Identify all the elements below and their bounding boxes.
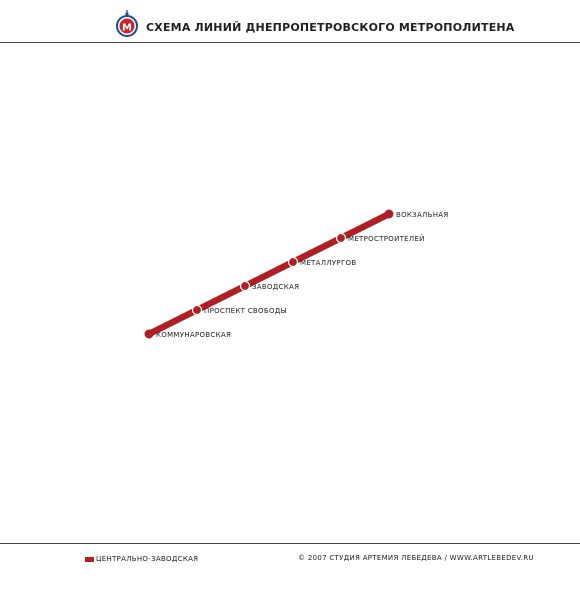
station-metallurgov[interactable] — [287, 256, 299, 268]
footer-divider — [0, 543, 580, 544]
station-metrostroiteley[interactable] — [335, 232, 347, 244]
station-vokzalnaya[interactable] — [384, 209, 394, 219]
logo-letter: М — [122, 23, 132, 34]
page-title: СХЕМА ЛИНИЙ ДНЕПРОПЕТРОВСКОГО МЕТРОПОЛИТ… — [146, 21, 515, 34]
station-kommunarovskaya[interactable] — [144, 329, 154, 339]
station-label-zavodskaya: ЗАВОДСКАЯ — [252, 283, 299, 291]
station-label-kommunarovskaya: КОММУНАРОВСКАЯ — [156, 331, 231, 339]
metro-map: КОММУНАРОВСКАЯ ПРОСПЕКТ СВОБОДЫ ЗАВОДСКАЯ М… — [0, 44, 580, 543]
station-label-metallurgov: МЕТАЛЛУРГОВ — [300, 259, 356, 267]
legend-swatch — [85, 556, 94, 562]
station-prospekt-svobody[interactable] — [191, 304, 203, 316]
metro-map-canvas: КОММУНАРОВСКАЯ ПРОСПЕКТ СВОБОДЫ ЗАВОДСКАЯ М… — [144, 209, 449, 339]
header-divider — [0, 42, 580, 43]
copyright-text: © 2007 СТУДИЯ АРТЕМИЯ ЛЕБЕДЕВА / WWW.ART… — [298, 554, 534, 562]
dnipro-metro-logo-icon: М — [116, 10, 138, 37]
footer: ЦЕНТРАЛЬНО-ЗАВОДСКАЯ © 2007 СТУДИЯ АРТЕМ… — [0, 544, 580, 590]
line-tsentralno-zavodskaya — [145, 210, 393, 338]
header: М СХЕМА ЛИНИЙ ДНЕПРОПЕТРОВСКОГО МЕТРОПОЛ… — [0, 0, 580, 43]
station-label-vokzalnaya: ВОКЗАЛЬНАЯ — [396, 211, 449, 219]
station-label-metrostroiteley: МЕТРОСТРОИТЕЛЕЙ — [348, 234, 425, 243]
station-zavodskaya[interactable] — [239, 280, 251, 292]
legend-label: ЦЕНТРАЛЬНО-ЗАВОДСКАЯ — [96, 555, 199, 563]
station-label-prospekt-svobody: ПРОСПЕКТ СВОБОДЫ — [204, 307, 287, 315]
legend-item: ЦЕНТРАЛЬНО-ЗАВОДСКАЯ — [85, 555, 198, 563]
